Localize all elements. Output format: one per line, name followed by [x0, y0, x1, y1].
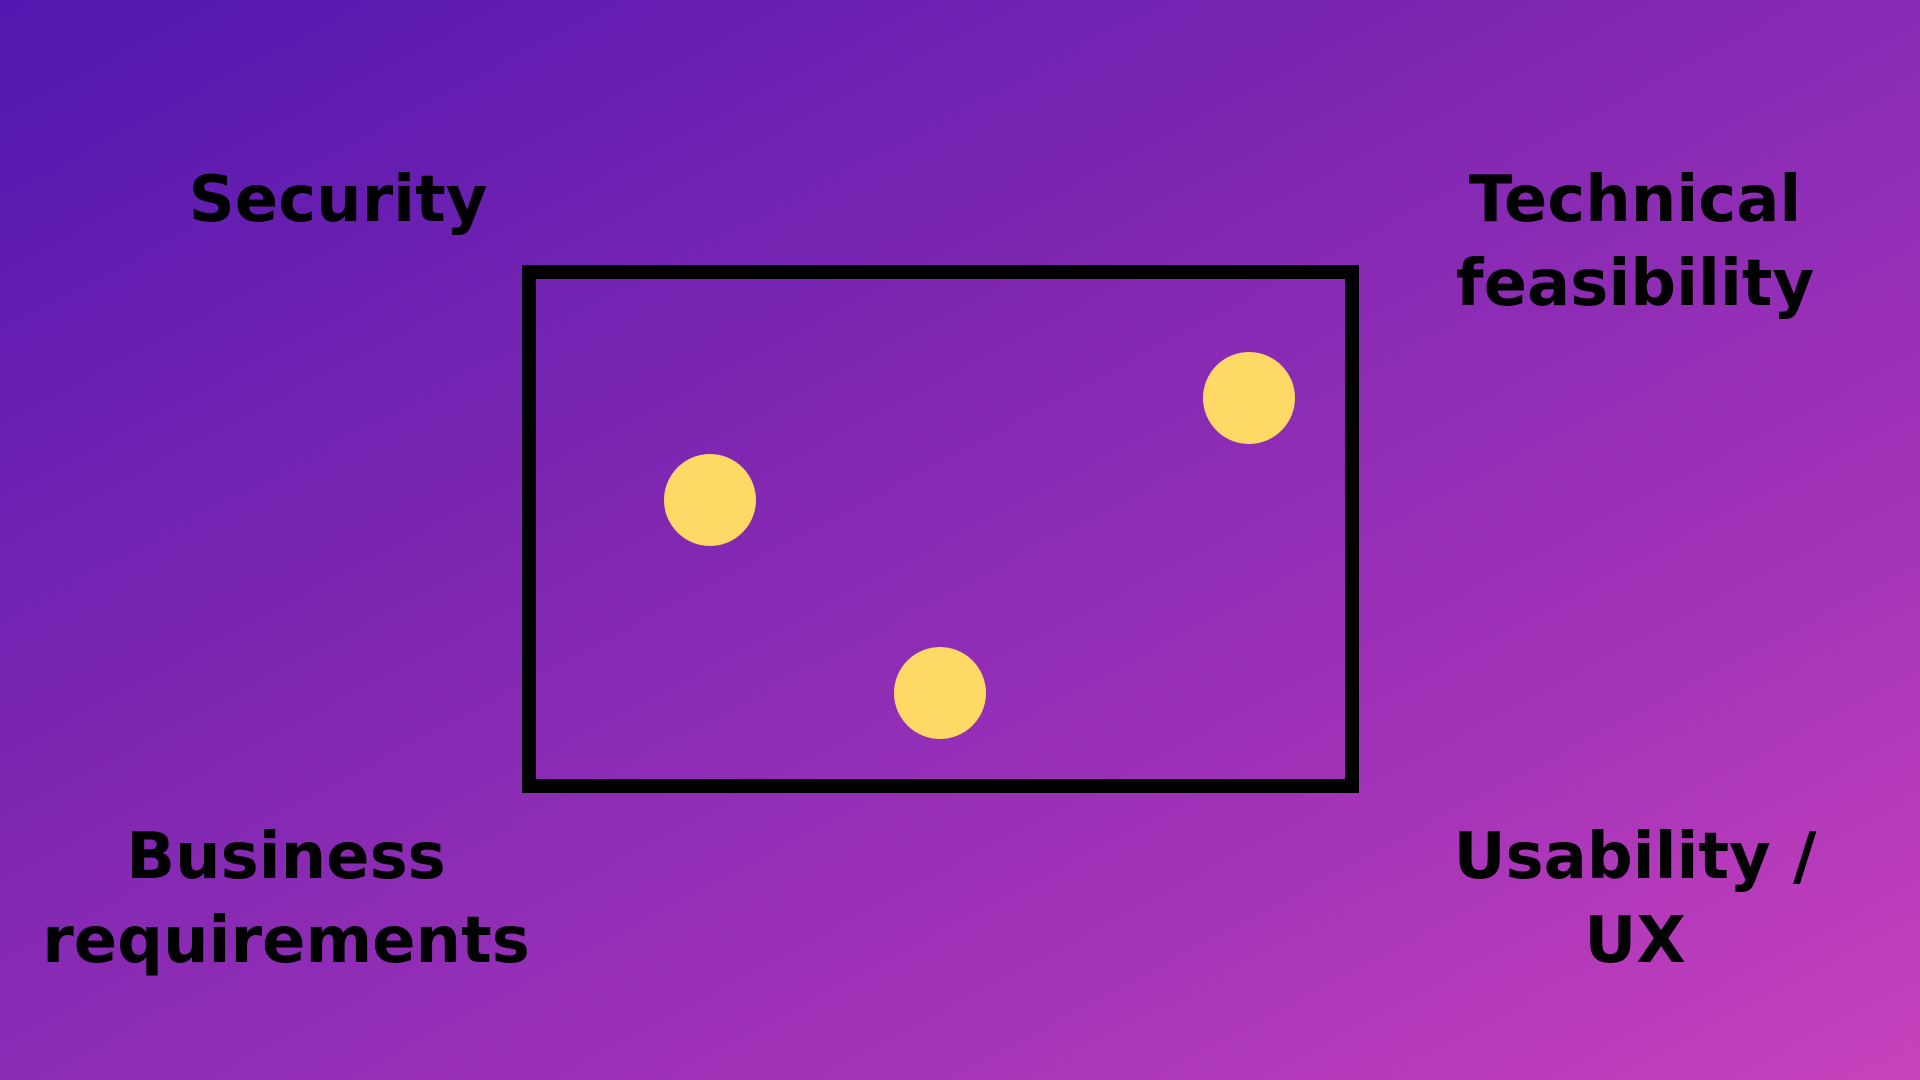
yellow-dot — [664, 454, 756, 546]
label-usability-line-1: Usability / — [1453, 820, 1817, 894]
label-business-requirements: Business requirements — [36, 815, 536, 983]
label-security-line-1: Security — [188, 163, 488, 237]
label-usability-line-2: UX — [1584, 904, 1686, 978]
central-frame — [522, 265, 1359, 793]
label-security: Security — [138, 158, 538, 242]
label-technical-line-2: feasibility — [1455, 247, 1815, 321]
label-usability-ux: Usability / UX — [1435, 815, 1835, 983]
label-business-line-2: requirements — [42, 904, 530, 978]
label-business-line-1: Business — [126, 820, 446, 894]
label-technical-feasibility: Technical feasibility — [1435, 158, 1835, 326]
yellow-dot — [894, 647, 986, 739]
label-technical-line-1: Technical — [1468, 163, 1802, 237]
yellow-dot — [1203, 352, 1295, 444]
